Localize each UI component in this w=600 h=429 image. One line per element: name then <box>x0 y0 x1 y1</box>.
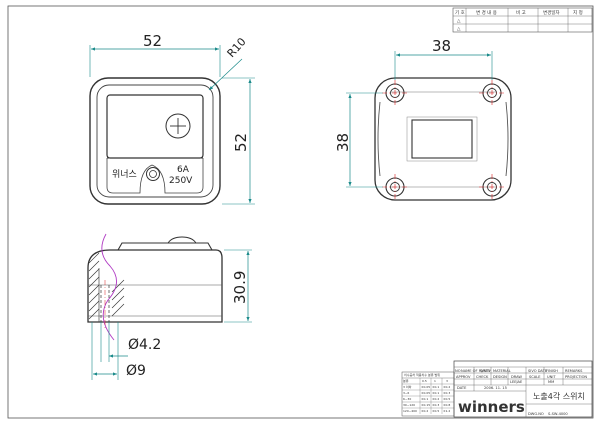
svg-text:지 정: 지 정 <box>573 9 583 16</box>
svg-text:±0.5: ±0.5 <box>432 409 439 413</box>
svg-text:변경일자: 변경일자 <box>543 9 560 16</box>
svg-text:NAME OF PARTS: NAME OF PARTS <box>461 369 491 373</box>
svg-text:±0.1: ±0.1 <box>432 391 439 395</box>
svg-text:DATE: DATE <box>457 386 467 390</box>
svg-text:Q'NTY: Q'NTY <box>480 369 492 373</box>
svg-text:±0.2: ±0.2 <box>421 409 428 413</box>
svg-text:1: 1 <box>434 379 436 383</box>
back-view <box>374 77 512 201</box>
svg-text:±1.2: ±1.2 <box>443 409 450 413</box>
section-hatch <box>88 252 125 320</box>
svg-text:CHECK: CHECK <box>476 375 489 379</box>
svg-text:±0.2: ±0.2 <box>432 397 439 401</box>
center-lines <box>382 80 505 200</box>
svg-text:UNIT: UNIT <box>547 375 556 379</box>
svg-text:NO: NO <box>455 369 461 373</box>
drawing-title: 노출4각 스위치 <box>533 391 585 401</box>
svg-text:±0.15: ±0.15 <box>421 403 430 407</box>
svg-text:DESIGN: DESIGN <box>493 375 507 379</box>
svg-text:3 이하: 3 이하 <box>403 384 412 389</box>
svg-text:치수공차 적용치수 분류 범위: 치수공차 적용치수 분류 범위 <box>404 372 440 377</box>
svg-text:±0.2: ±0.2 <box>443 385 450 389</box>
mounting-holes <box>385 83 502 197</box>
side-dimensions: 30.9 Ø4.2 Ø9 <box>91 249 252 380</box>
sheet-border <box>7 5 594 419</box>
svg-text:DRAW: DRAW <box>511 375 522 379</box>
svg-text:△: △ <box>457 19 461 24</box>
svg-text:±0.3: ±0.3 <box>432 403 439 407</box>
svg-text:APPROV: APPROV <box>456 375 471 379</box>
dim-front-height: 52 <box>232 133 250 152</box>
svg-text:MATERIAL: MATERIAL <box>493 369 511 373</box>
svg-text:±0.3: ±0.3 <box>443 391 450 395</box>
side-view <box>87 233 223 341</box>
tolerance-table: 치수공차 적용치수 분류 범위 분류 0.5 1 3 3 이하 ±0.05 ±0… <box>401 371 455 417</box>
svg-text:2006. 11. 15: 2006. 11. 15 <box>484 386 507 390</box>
back-dimensions: 38 38 <box>334 37 493 188</box>
svg-text:±0.05: ±0.05 <box>421 391 430 395</box>
dim-back-height: 38 <box>334 133 352 152</box>
svg-text:30~120: 30~120 <box>403 403 415 407</box>
dim-side-height: 30.9 <box>231 271 249 304</box>
dim-back-width: 38 <box>432 37 451 55</box>
brand-label: 위너스 <box>112 169 137 180</box>
svg-text:S-SW-4000: S-SW-4000 <box>548 412 568 416</box>
dim-front-width: 52 <box>143 32 162 50</box>
front-view: 위너스 6A 250V <box>89 77 221 205</box>
svg-text:변 경 내 용: 변 경 내 용 <box>476 9 497 16</box>
svg-text:±0.1: ±0.1 <box>421 397 428 401</box>
svg-text:FINISH: FINISH <box>546 369 558 373</box>
svg-text:120~400: 120~400 <box>403 409 417 413</box>
indicator-lamp <box>146 167 160 181</box>
rating-voltage: 250V <box>169 176 193 186</box>
svg-text:분류: 분류 <box>403 378 409 383</box>
svg-text:3~6: 3~6 <box>403 391 409 395</box>
revision-table: 기 호 변 경 내 용 비 고 변경일자 지 정 △ △ <box>452 7 593 33</box>
svg-text:6~30: 6~30 <box>403 397 411 401</box>
dim-outer-dia: Ø9 <box>126 363 146 379</box>
svg-text:REMARKS: REMARKS <box>565 369 583 373</box>
break-line <box>101 233 117 341</box>
svg-text:SCALE: SCALE <box>529 375 541 379</box>
svg-text:LEEJAE: LEEJAE <box>510 380 523 384</box>
svg-text:비 고: 비 고 <box>516 9 526 16</box>
svg-text:PROJECTION: PROJECTION <box>565 375 587 379</box>
title-block: NO NAME OF PARTS Q'NTY MATERIAL SIVO DAT… <box>453 360 593 418</box>
svg-text:±0.8: ±0.8 <box>443 403 450 407</box>
svg-text:SIVO DATE: SIVO DATE <box>528 369 548 373</box>
dim-radius: R10 <box>225 35 249 60</box>
svg-text:3: 3 <box>446 379 448 383</box>
svg-text:±0.1: ±0.1 <box>432 385 439 389</box>
winners-logo: winners <box>458 398 525 416</box>
svg-text:MM: MM <box>548 380 554 384</box>
screw-circle <box>165 113 191 139</box>
dim-hole-dia: Ø4.2 <box>128 337 161 353</box>
svg-text:±0.5: ±0.5 <box>443 397 450 401</box>
svg-text:DWG.NO: DWG.NO <box>528 412 544 416</box>
back-cutout <box>411 119 473 159</box>
rating-current: 6A <box>177 165 190 175</box>
svg-text:0.5: 0.5 <box>422 379 427 383</box>
svg-text:기 호: 기 호 <box>455 9 465 16</box>
svg-text:±0.05: ±0.05 <box>421 385 430 389</box>
svg-text:△: △ <box>457 27 461 32</box>
